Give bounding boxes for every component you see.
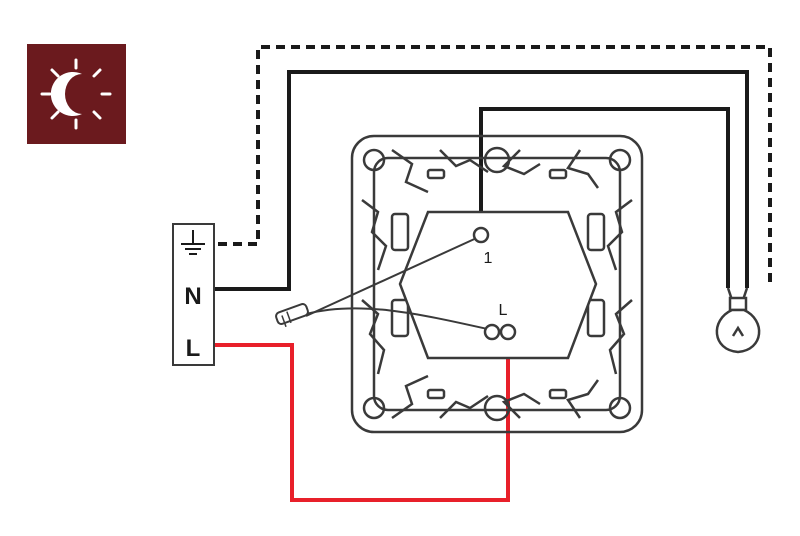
mounting-frame [350, 134, 644, 434]
terminal-l-label: L [499, 302, 508, 319]
live-wire [214, 333, 510, 502]
terminal-l-right [499, 323, 517, 341]
switched-wire [479, 107, 730, 288]
neutral-wire [214, 70, 749, 291]
earth-ground-icon [181, 230, 205, 255]
terminal-1 [472, 226, 490, 244]
sensor-probe [275, 235, 493, 331]
terminal-block: N L [172, 223, 215, 366]
terminal-l-left [483, 323, 501, 341]
sun-moon-icon [27, 44, 126, 144]
earth-wire [218, 45, 772, 284]
live-label: L [186, 335, 201, 362]
lamp-icon [715, 287, 761, 354]
neutral-label: N [184, 283, 201, 310]
terminal-1-label: 1 [484, 250, 493, 267]
